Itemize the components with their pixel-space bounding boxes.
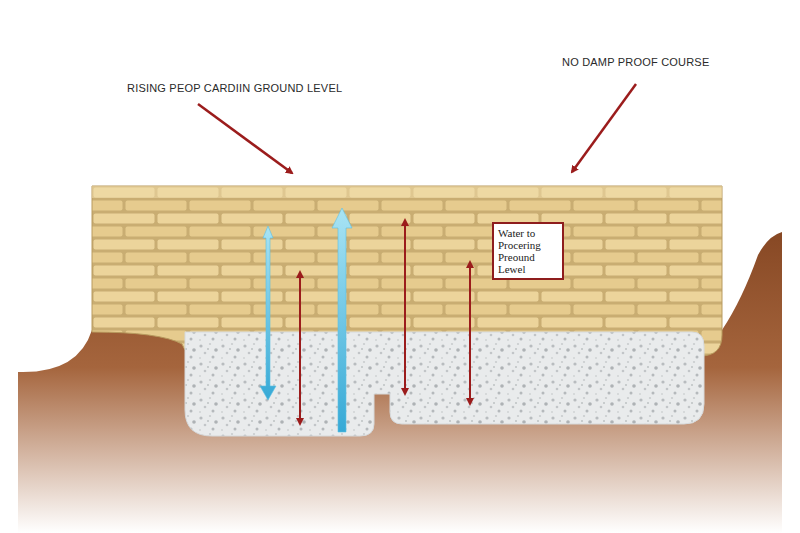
- red-double-arrow: [469, 262, 471, 404]
- moisture-arrows: [260, 208, 470, 432]
- callout-label: RISING PEOP CARDIIN GROUND LEVEL: [127, 82, 342, 94]
- note-text: Water to Procering Preound Lewel: [498, 227, 558, 275]
- leader-arrow: [198, 104, 292, 173]
- blue-arrow: [332, 208, 352, 432]
- note-box: Water to Procering Preound Lewel: [492, 222, 564, 280]
- red-double-arrow: [299, 272, 301, 424]
- wall-top-course: [92, 186, 722, 198]
- leader-arrow: [572, 84, 636, 172]
- gravel-fill: [185, 332, 704, 436]
- red-double-arrow: [404, 220, 406, 394]
- brick-wall: [92, 186, 722, 356]
- blue-arrow: [260, 226, 276, 400]
- callout-label: NO DAMP PROOF COURSE: [562, 56, 709, 68]
